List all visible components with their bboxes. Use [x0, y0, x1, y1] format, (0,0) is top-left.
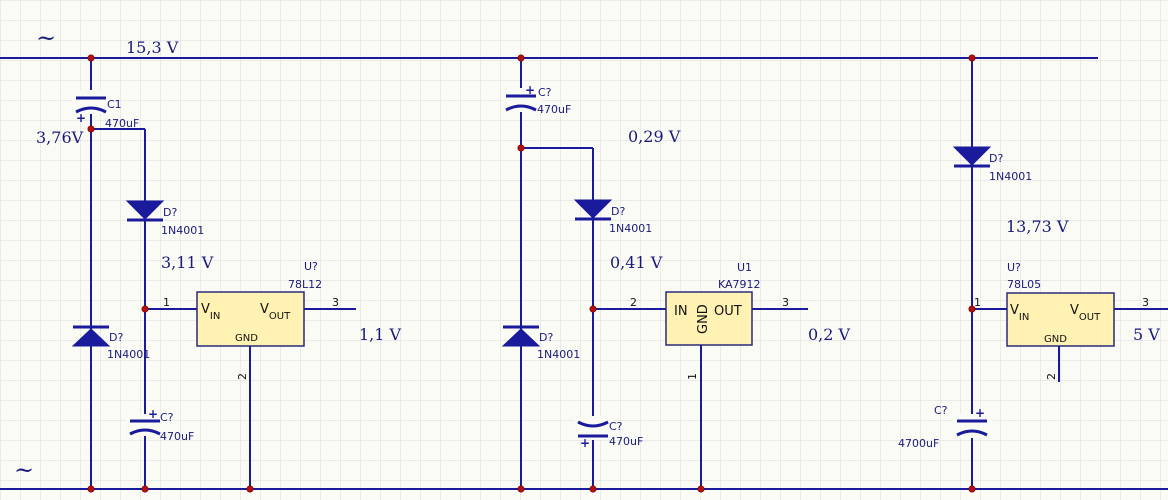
c-right-ref: C?: [934, 404, 948, 417]
u-left-vin-sub: IN: [210, 311, 220, 322]
c-mid-top-ref: C?: [538, 86, 552, 99]
diode-mid-upper[interactable]: D? 1N4001: [573, 199, 652, 235]
capacitor-left-low[interactable]: + C? 470uF: [126, 407, 194, 443]
u-right-pin-gnd: 2: [1045, 373, 1058, 380]
node-mid-in: [589, 305, 597, 313]
u-left-ref: U?: [304, 260, 318, 273]
u-left-gnd-label: GND: [235, 333, 258, 344]
node-mid-tap: [517, 144, 525, 152]
u-mid-part: KA7912: [718, 278, 761, 291]
diode-right[interactable]: D? 1N4001: [952, 146, 1032, 183]
u-left-pin-out: 3: [332, 296, 339, 309]
d-left-upper-value: 1N4001: [161, 224, 204, 237]
ac-symbol-top: ~: [36, 24, 56, 52]
u-left-part: 78L12: [288, 278, 322, 291]
voltage-1-1: 1,1 V: [359, 325, 402, 344]
u-right-vin-main: V: [1010, 303, 1019, 318]
capacitor-mid-low[interactable]: + C? 470uF: [574, 416, 643, 450]
d-mid-lower-ref: D?: [539, 331, 553, 344]
diode-left-lower[interactable]: D? 1N4001: [71, 325, 150, 361]
node-bottom-7: [968, 485, 976, 493]
node-bottom-2: [141, 485, 149, 493]
u-right-vout-main: V: [1070, 303, 1079, 318]
d-mid-lower-value: 1N4001: [537, 348, 580, 361]
d-right-value: 1N4001: [989, 170, 1032, 183]
svg-text:VIN: VIN: [201, 302, 220, 322]
d-left-lower-value: 1N4001: [107, 348, 150, 361]
voltage-0-29: 0,29 V: [628, 127, 681, 146]
node-bottom-6: [697, 485, 705, 493]
voltage-3-11: 3,11 V: [161, 253, 214, 272]
u-mid-gnd-label: GND: [696, 304, 711, 334]
u-mid-in-label: IN: [674, 304, 688, 319]
c-mid-top-polarity: +: [525, 83, 535, 97]
regulator-78l12[interactable]: VIN VOUT GND: [196, 291, 305, 347]
u-mid-ref: U1: [737, 261, 752, 274]
node-right-in: [968, 305, 976, 313]
node-bottom-5: [589, 485, 597, 493]
u-right-pin-out: 3: [1142, 296, 1149, 309]
c-mid-low-value: 470uF: [609, 435, 643, 448]
u-mid-pin-out: 3: [782, 296, 789, 309]
u-left-vout-sub: OUT: [269, 311, 291, 322]
capacitor-right[interactable]: + C? 4700uF: [898, 404, 993, 450]
u-mid-pin-gnd: 1: [686, 373, 699, 380]
junction-nodes: [87, 54, 976, 493]
u-right-ref: U?: [1007, 261, 1021, 274]
ac-symbol-bottom: ~: [14, 456, 34, 484]
c-right-value: 4700uF: [898, 437, 939, 450]
node-top-left: [87, 54, 95, 62]
c-left-low-ref: C?: [160, 411, 174, 424]
voltage-0-41: 0,41 V: [610, 253, 663, 272]
svg-text:VIN: VIN: [1010, 303, 1029, 323]
top-rail-voltage: 15,3 V: [126, 38, 179, 57]
node-bottom-3: [246, 485, 254, 493]
node-left-in: [141, 305, 149, 313]
c-left-low-value: 470uF: [160, 430, 194, 443]
node-top-mid: [517, 54, 525, 62]
c1-polarity: +: [76, 111, 86, 125]
u-left-vin-main: V: [201, 302, 210, 317]
u-left-vout-main: V: [260, 302, 269, 317]
capacitor-c1[interactable]: + C1 470uF: [72, 90, 139, 130]
c-right-polarity: +: [975, 406, 985, 420]
svg-text:VOUT: VOUT: [260, 302, 291, 322]
node-bottom-1: [87, 485, 95, 493]
svg-text:VOUT: VOUT: [1070, 303, 1101, 323]
c1-ref: C1: [107, 98, 122, 111]
diode-left-upper[interactable]: D? 1N4001: [125, 200, 204, 237]
u-right-vin-sub: IN: [1019, 312, 1029, 323]
diode-mid-lower[interactable]: D? 1N4001: [501, 325, 580, 361]
u-right-gnd-label: GND: [1044, 334, 1067, 345]
voltage-0-2: 0,2 V: [808, 325, 851, 344]
u-left-pin-gnd: 2: [236, 373, 249, 380]
u-right-pin-in: 1: [974, 296, 981, 309]
d-mid-upper-value: 1N4001: [609, 222, 652, 235]
d-right-ref: D?: [989, 152, 1003, 165]
voltage-5: 5 V: [1133, 325, 1160, 344]
u-mid-pin-in: 2: [630, 296, 637, 309]
d-left-upper-ref: D?: [163, 206, 177, 219]
regulator-ka7912[interactable]: IN GND OUT: [665, 291, 753, 346]
c-mid-low-ref: C?: [609, 420, 623, 433]
c1-value: 470uF: [105, 117, 139, 130]
c-left-low-polarity: +: [148, 407, 158, 421]
u-left-pin-in: 1: [163, 296, 170, 309]
u-right-vout-sub: OUT: [1079, 312, 1101, 323]
c-mid-top-value: 470uF: [537, 103, 571, 116]
voltage-13-73: 13,73 V: [1006, 217, 1069, 236]
u-right-part: 78L05: [1007, 278, 1041, 291]
regulator-78l05[interactable]: VIN VOUT GND: [1006, 292, 1115, 347]
u-mid-out-label: OUT: [714, 304, 742, 319]
c-mid-low-polarity: +: [580, 436, 590, 450]
capacitor-mid-top[interactable]: + C? 470uF: [502, 83, 571, 116]
voltage-3-76: 3,76V: [36, 128, 84, 147]
node-left-tap: [87, 125, 95, 133]
d-mid-upper-ref: D?: [611, 205, 625, 218]
d-left-lower-ref: D?: [109, 331, 123, 344]
node-top-right: [968, 54, 976, 62]
node-bottom-4: [517, 485, 525, 493]
